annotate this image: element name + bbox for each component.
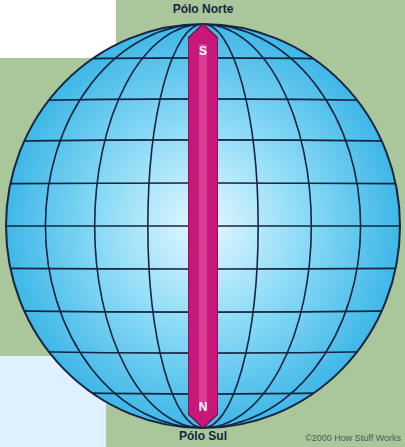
pole-letter: N bbox=[199, 400, 208, 414]
globe-grid bbox=[6, 24, 400, 428]
pole-letter: S bbox=[199, 44, 207, 58]
magnet-highlight bbox=[199, 44, 207, 408]
magnet-body bbox=[188, 24, 218, 428]
globe-outline bbox=[6, 24, 400, 428]
pole-label: Pólo Sul bbox=[179, 429, 227, 443]
pole-label: Pólo Norte bbox=[173, 2, 234, 16]
magnet-shape bbox=[188, 24, 218, 428]
bar-magnet: SN bbox=[188, 24, 218, 428]
globe-body bbox=[6, 24, 400, 428]
slide-panel bbox=[0, 0, 116, 58]
watermark: ©2000 How Stuff Works bbox=[305, 433, 401, 443]
